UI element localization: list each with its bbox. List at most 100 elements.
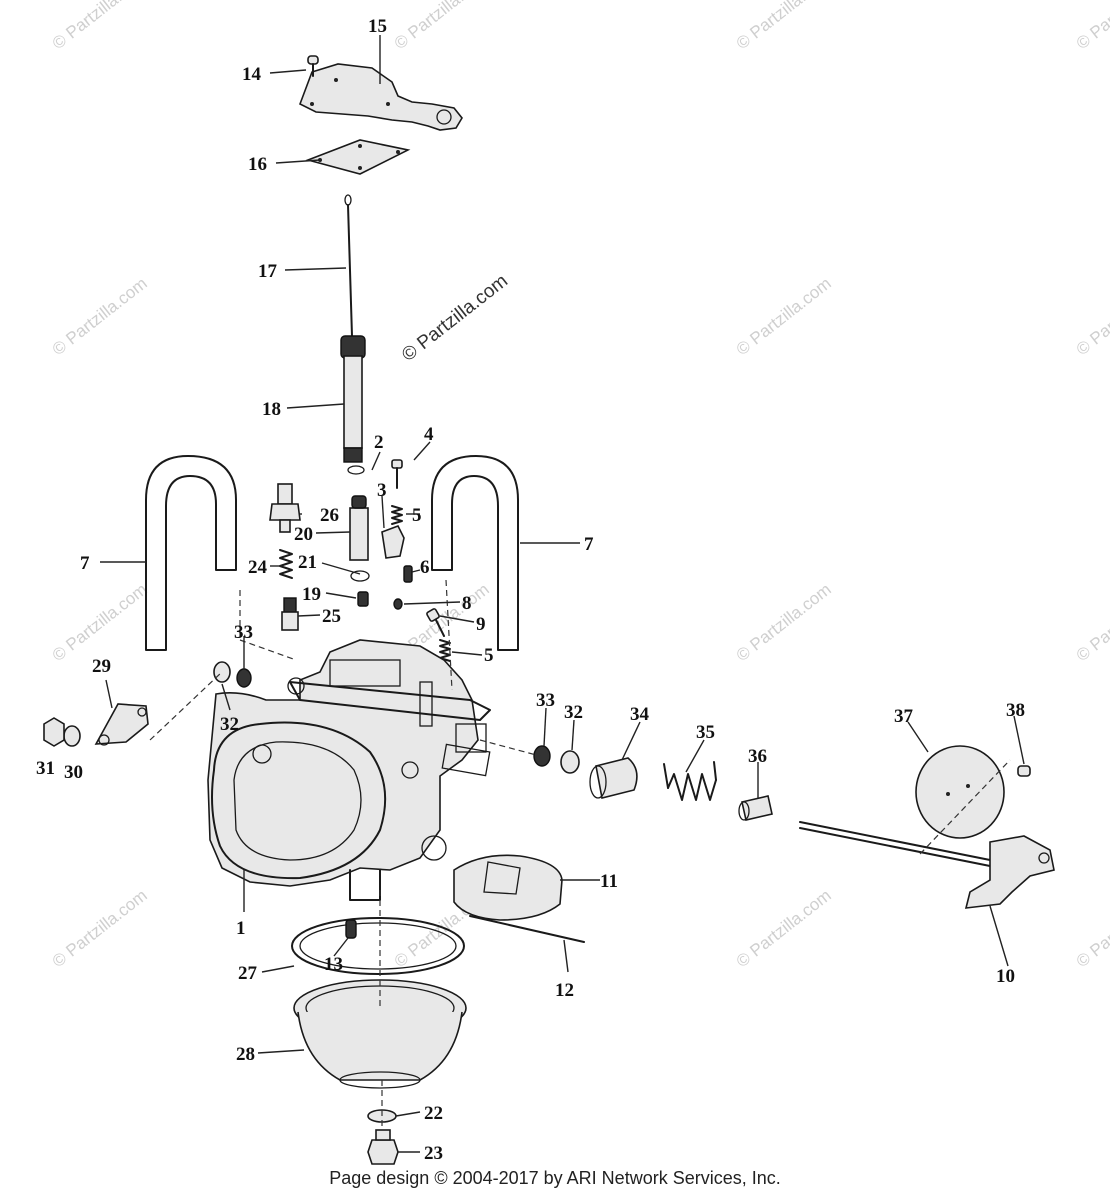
centerline [239, 590, 297, 661]
float-bowl-gasket [291, 917, 465, 975]
callout-15: 15 [368, 16, 387, 37]
linkage-plate [94, 703, 149, 746]
torsion-spring [663, 761, 717, 801]
carburetor-body [207, 639, 491, 901]
callout-21: 21 [298, 552, 317, 573]
watermark-text: © Partzilla.com [49, 274, 151, 360]
centerline [149, 671, 223, 741]
throttle-plate [915, 745, 1005, 839]
watermark-text: © Partzilla.com [1073, 580, 1110, 666]
callout-16: 16 [248, 154, 267, 175]
watermark-text: © Partzilla.com [733, 0, 835, 53]
watermark-text: © Partzilla.com [49, 886, 151, 972]
cover-screw [307, 55, 319, 77]
callout-33-left: 33 [234, 622, 253, 643]
callout-11: 11 [600, 871, 618, 892]
washer [350, 570, 370, 582]
callout-29: 29 [92, 656, 111, 677]
watermark-text: © Partzilla.com [1073, 274, 1110, 360]
watermark-center-text: © Partzilla.com [398, 271, 512, 366]
callout-5-upper: 5 [412, 505, 422, 526]
callout-19: 19 [302, 584, 321, 605]
centerline [919, 759, 1011, 855]
callout-14: 14 [242, 64, 262, 85]
jet-holder [281, 597, 299, 631]
spring-upper [391, 505, 403, 525]
float-pin [469, 915, 585, 943]
callout-5-lower: 5 [484, 645, 494, 666]
check-ball [393, 598, 403, 610]
callout-22: 22 [424, 1103, 443, 1124]
watermark-text: © Partzilla.com [49, 580, 151, 666]
callout-2: 2 [374, 432, 384, 453]
watermark-text: © Partzilla.com [1073, 886, 1110, 972]
callout-38: 38 [1006, 700, 1025, 721]
centerline [445, 579, 453, 691]
callout-18: 18 [262, 399, 281, 420]
callout-9: 9 [476, 614, 486, 635]
callout-28: 28 [236, 1044, 255, 1065]
leader-lines [100, 35, 1025, 1153]
callout-26: 26 [320, 505, 339, 526]
parts-layer [43, 55, 1055, 1165]
callout-36: 36 [748, 746, 767, 767]
seal-33-left [236, 668, 252, 688]
plate-screw [1017, 765, 1031, 777]
idle-screw [426, 608, 445, 637]
callout-13: 13 [324, 954, 343, 975]
callout-27: 27 [238, 963, 258, 984]
callout-labels: 1 2 3 4 5 5 6 7 7 8 9 10 11 12 13 14 15 … [36, 16, 1025, 1164]
sleeve [349, 495, 369, 561]
watermark-text: © Partzilla.com [391, 0, 493, 53]
spring-lower [439, 639, 451, 662]
hex-nut [43, 717, 65, 747]
callout-32-left: 32 [220, 714, 239, 735]
callout-25: 25 [322, 606, 341, 627]
cover-gasket [305, 139, 411, 175]
callout-24: 24 [248, 557, 268, 578]
callout-12: 12 [555, 980, 574, 1001]
callout-17: 17 [258, 261, 278, 282]
callout-6: 6 [420, 557, 430, 578]
watermark-text: © Partzilla.com [1073, 0, 1110, 53]
callout-1: 1 [236, 918, 246, 939]
slide-tube [340, 335, 366, 463]
seal-33-right [533, 745, 551, 767]
hose-fitting [269, 483, 301, 533]
vent-hose-right [431, 455, 519, 651]
callout-31: 31 [36, 758, 55, 779]
callout-10: 10 [996, 966, 1015, 987]
vent-hose-left [145, 455, 237, 651]
small-jet [357, 591, 369, 607]
float [453, 854, 563, 921]
page-footer-copyright: Page design © 2004-2017 by ARI Network S… [329, 1168, 781, 1188]
needle-rod [344, 194, 353, 337]
pin [403, 565, 413, 583]
watermark-text: © Partzilla.com [733, 274, 835, 360]
centerline [479, 739, 541, 757]
callout-7-left: 7 [80, 553, 90, 574]
collar [589, 757, 638, 799]
callout-8: 8 [462, 593, 472, 614]
washer [347, 465, 365, 475]
callout-4: 4 [424, 424, 434, 445]
linkage-bracket [381, 524, 405, 559]
float-needle [345, 919, 357, 939]
drain-plug [367, 1129, 399, 1165]
adjust-screw [391, 459, 403, 489]
callout-23: 23 [424, 1143, 443, 1164]
watermark-text: © Partzilla.com [49, 0, 151, 53]
spring-small [279, 549, 293, 579]
callout-33-right: 33 [536, 690, 555, 711]
callout-34: 34 [630, 704, 650, 725]
throttle-shaft [799, 821, 991, 867]
lock-washer [63, 725, 81, 747]
washer-32-right [560, 750, 580, 774]
watermark-text: © Partzilla.com [733, 580, 835, 666]
callout-37: 37 [894, 706, 914, 727]
callout-20: 20 [294, 524, 313, 545]
watermark-text: © Partzilla.com [733, 886, 835, 972]
callout-7-right: 7 [584, 534, 594, 555]
float-bowl [293, 979, 467, 1089]
